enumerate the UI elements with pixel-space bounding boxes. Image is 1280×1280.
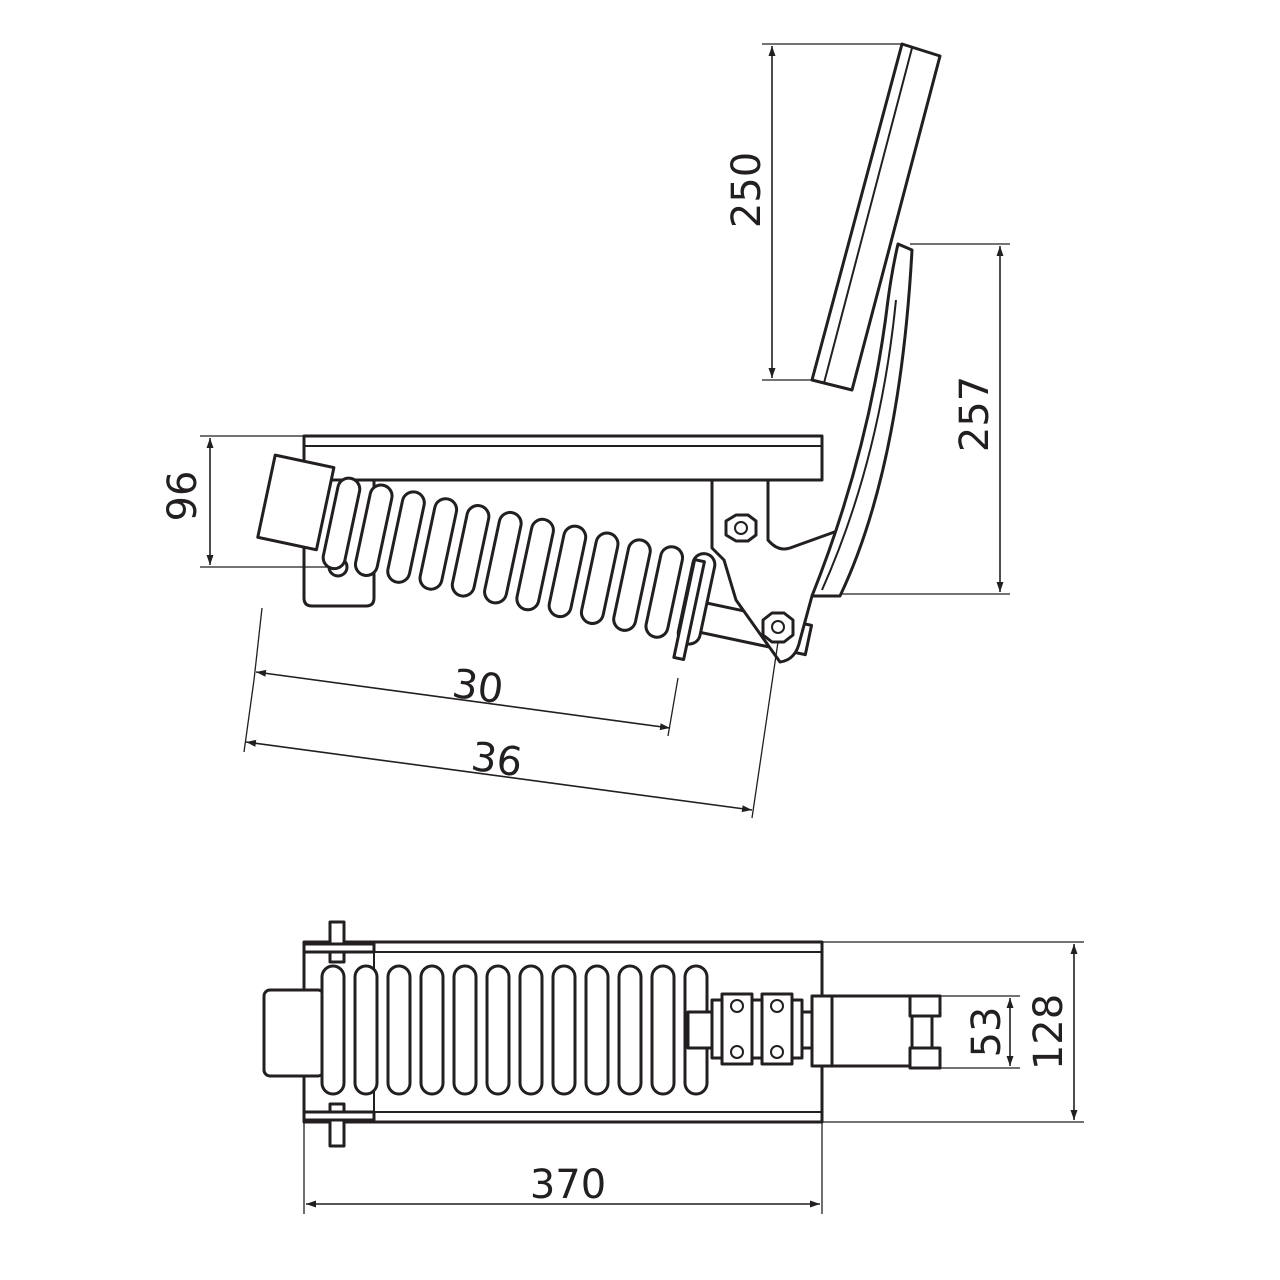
spring-coil: [321, 476, 362, 571]
dimension-label-53: 53: [964, 1007, 1010, 1058]
dimension-label-30: 30: [449, 661, 506, 713]
dimension-53: 53: [940, 995, 1020, 1069]
spring-coil: [353, 483, 394, 577]
spring-coil: [579, 531, 620, 625]
spring-coil: [418, 497, 459, 591]
spring-coils: [321, 476, 717, 646]
dimension-128: 128: [822, 941, 1084, 1123]
clevis-assembly: [686, 992, 820, 1066]
dimension-label-257: 257: [952, 376, 998, 452]
dimension-96: 96: [160, 435, 330, 568]
lower-nut-icon: [761, 611, 795, 644]
spring-coil: [483, 510, 523, 605]
dimension-label-128: 128: [1026, 994, 1072, 1070]
spring-coil: [551, 964, 577, 1096]
spring-coil: [452, 964, 478, 1096]
fork-nut-icon: [730, 999, 784, 1059]
dimension-label-36: 36: [468, 734, 525, 786]
dimension-250: 250: [724, 43, 902, 381]
pedal-arm: [810, 242, 914, 598]
spring-coil: [612, 538, 652, 632]
hinge-pins: [302, 920, 376, 1148]
spring-coil: [584, 964, 610, 1096]
spring-coil: [386, 964, 412, 1096]
spring-cap-top: [262, 988, 326, 1078]
dimension-label-250: 250: [724, 152, 770, 228]
spring-coils-top: [320, 964, 709, 1096]
dimension-30: 30: [253, 607, 679, 737]
spring-coil: [386, 490, 426, 584]
spring-coil: [485, 964, 511, 1096]
dimension-257: 257: [840, 243, 1010, 595]
spring-coil: [320, 964, 346, 1096]
dimension-36: 36: [243, 641, 779, 819]
pedal-plate: [810, 42, 942, 392]
spring-coil: [644, 545, 685, 639]
upper-nut-icon: [724, 513, 758, 543]
spring-coil: [650, 964, 676, 1096]
spring-coil: [353, 964, 379, 1096]
spring-coil: [547, 524, 588, 619]
top-view: 53 128 370: [262, 920, 1084, 1214]
spring-coil: [450, 504, 491, 598]
spring-coil: [518, 964, 544, 1096]
spring-coil: [419, 964, 445, 1096]
spring-cap: [256, 453, 336, 552]
spring-end-plate: [672, 558, 706, 661]
spring-coil: [515, 517, 555, 612]
pedal-block-top: [810, 994, 942, 1070]
dimension-label-370: 370: [530, 1162, 606, 1208]
dimension-370: 370: [303, 1122, 823, 1214]
side-view: 250 257 96 30 36: [160, 42, 1010, 819]
spring-coil: [617, 964, 643, 1096]
dimension-label-96: 96: [160, 471, 206, 522]
right-bracket: [710, 478, 842, 664]
frame-bar: [302, 434, 824, 482]
spring-assembly: [256, 453, 814, 661]
